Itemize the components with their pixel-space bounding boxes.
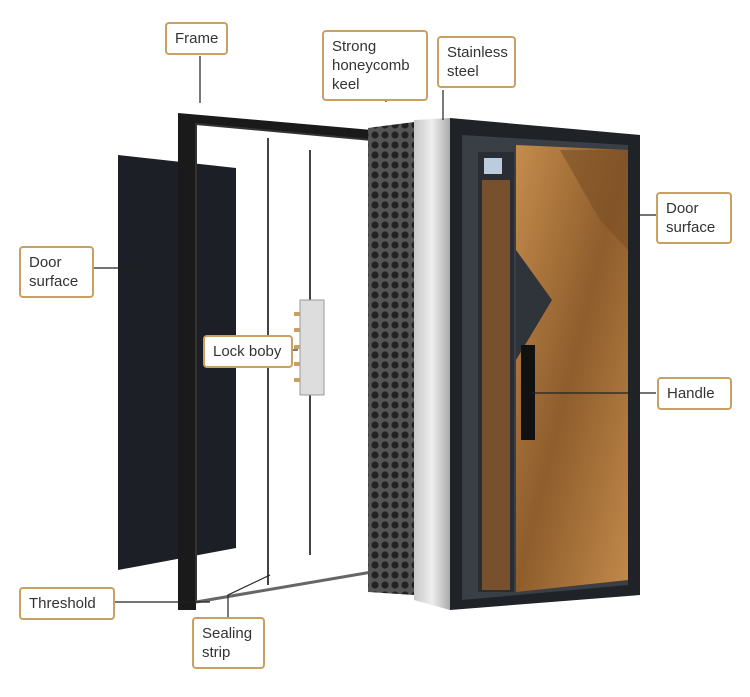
door-handle: [521, 345, 535, 440]
honeycomb-keel: [368, 122, 414, 595]
label-door-surface-left: Door surface: [19, 246, 94, 298]
label-lock-body: Lock boby: [203, 335, 293, 368]
label-sealing-strip: Sealing strip: [192, 617, 265, 669]
label-handle: Handle: [657, 377, 732, 410]
left-door-surface-panel: [118, 155, 236, 570]
label-honeycomb-keel: Strong honeycomb keel: [322, 30, 428, 101]
label-threshold: Threshold: [19, 587, 115, 620]
label-door-surface-right: Door surface: [656, 192, 732, 244]
label-frame: Frame: [165, 22, 229, 55]
lock-body: [299, 299, 325, 396]
stainless-steel-sheet: [414, 118, 450, 610]
label-stainless-steel: Stainless steel: [437, 36, 516, 88]
